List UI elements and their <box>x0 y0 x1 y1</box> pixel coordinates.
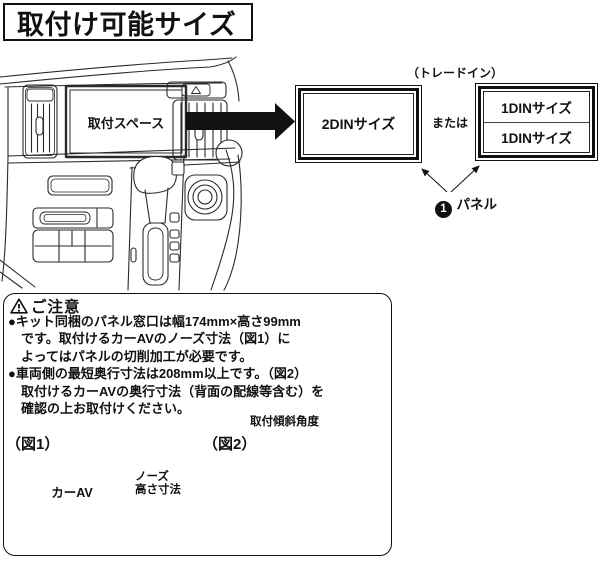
caution-line-1: ●キット同梱のパネル窓口は幅174mm×高さ99mm <box>8 314 301 329</box>
page-title-box: 取付け可能サイズ <box>3 3 253 41</box>
panel-number-badge: 1 <box>435 201 452 218</box>
fig2-angle-label: 取付傾斜角度 <box>250 416 319 428</box>
arrow-right-icon <box>186 103 295 140</box>
panel-callout: 1 パネル <box>435 193 497 218</box>
caution-heading-text: ご注意 <box>31 299 81 316</box>
caution-heading: ご注意 <box>10 295 81 317</box>
caution-line-3: よってはパネルの切削加工が必要です。 <box>21 348 253 364</box>
din1-size-box: 1DINサイズ 1DINサイズ <box>475 83 598 161</box>
fig1-dim-line1: ノーズ <box>135 471 169 483</box>
din2-size-box: 2DINサイズ <box>295 85 422 163</box>
install-space-label: 取付スペース <box>87 116 165 131</box>
fig2-label: （図2） <box>203 436 257 453</box>
caution-box <box>3 293 392 556</box>
din1-mid-border: 1DINサイズ 1DINサイズ <box>478 86 595 158</box>
fig1-dimension-label: ノーズ 高さ寸法 <box>134 471 182 496</box>
tradein-label: （トレードイン） <box>406 66 503 80</box>
page-title: 取付け可能サイズ <box>17 9 237 40</box>
caution-line-6: 確認の上お取付けください。 <box>21 401 191 417</box>
caution-line-5: 取付けるカーAVの奥行寸法（背面の配線等含む）を <box>21 383 325 399</box>
caution-line-2: です。取付けるカーAVのノーズ寸法（図1）に <box>21 331 291 347</box>
din1-bottom-label: 1DINサイズ <box>501 131 572 147</box>
or-label: または <box>431 116 468 130</box>
fig1-label: （図1） <box>6 436 60 453</box>
panel-leader-arrows <box>421 165 480 193</box>
fig1-dim-line2: 高さ寸法 <box>135 483 181 496</box>
din1-inner-border: 1DINサイズ 1DINサイズ <box>483 91 590 153</box>
din2-label: 2DINサイズ <box>321 116 396 132</box>
din1-top-label: 1DINサイズ <box>484 92 589 123</box>
din2-mid-border: 2DINサイズ <box>298 88 419 160</box>
panel-label: パネル <box>456 197 497 212</box>
fig1-unit-label: カーAV <box>51 486 93 500</box>
din2-inner-border: 2DINサイズ <box>303 93 414 155</box>
dashboard-illustration <box>0 56 243 291</box>
caution-body: ●キット同梱のパネル窓口は幅174mm×高さ99mm です。取付けるカーAVのノ… <box>8 313 386 417</box>
warning-icon <box>10 298 28 314</box>
caution-line-4: ●車両側の最短奥行寸法は208mm以上です。（図2） <box>8 366 308 382</box>
